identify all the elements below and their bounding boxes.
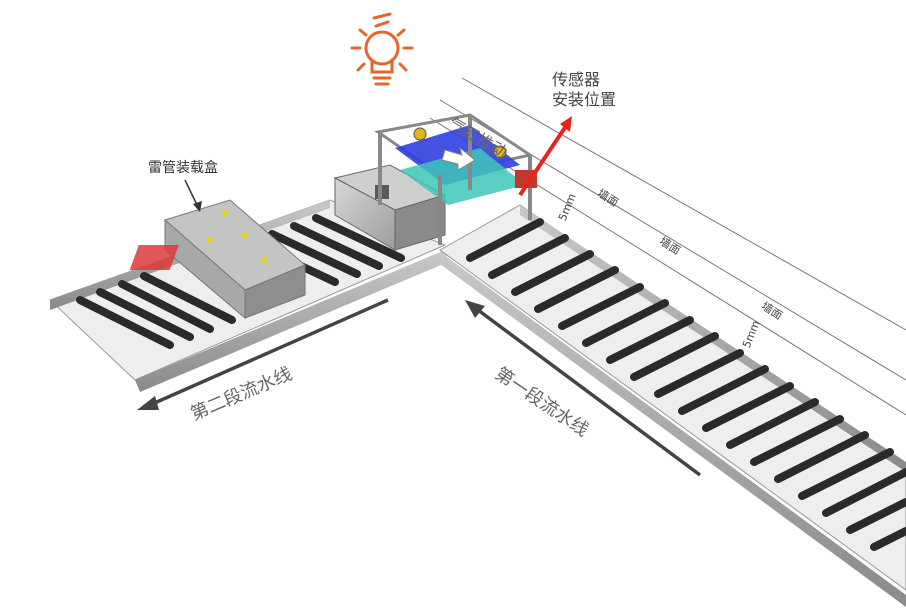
sensor-label-line1: 传感器 bbox=[552, 70, 601, 89]
conveyor-segment-one bbox=[439, 204, 906, 607]
drive-housing bbox=[333, 164, 447, 251]
pneumatic-pusher bbox=[374, 113, 537, 245]
sensor-position-label: 传感器 安装位置 bbox=[552, 70, 616, 110]
sensor-label-line2: 安装位置 bbox=[552, 90, 617, 109]
flow-arrow-one bbox=[465, 300, 702, 477]
box-pointer-arrow bbox=[184, 179, 202, 212]
flow-arrow-two bbox=[137, 298, 389, 410]
detonator-box-label: 雷管装载盒 bbox=[148, 160, 218, 176]
lightbulb-icon bbox=[350, 12, 414, 86]
detonator-loading-box bbox=[129, 199, 306, 320]
sensor-arrow bbox=[518, 116, 572, 197]
